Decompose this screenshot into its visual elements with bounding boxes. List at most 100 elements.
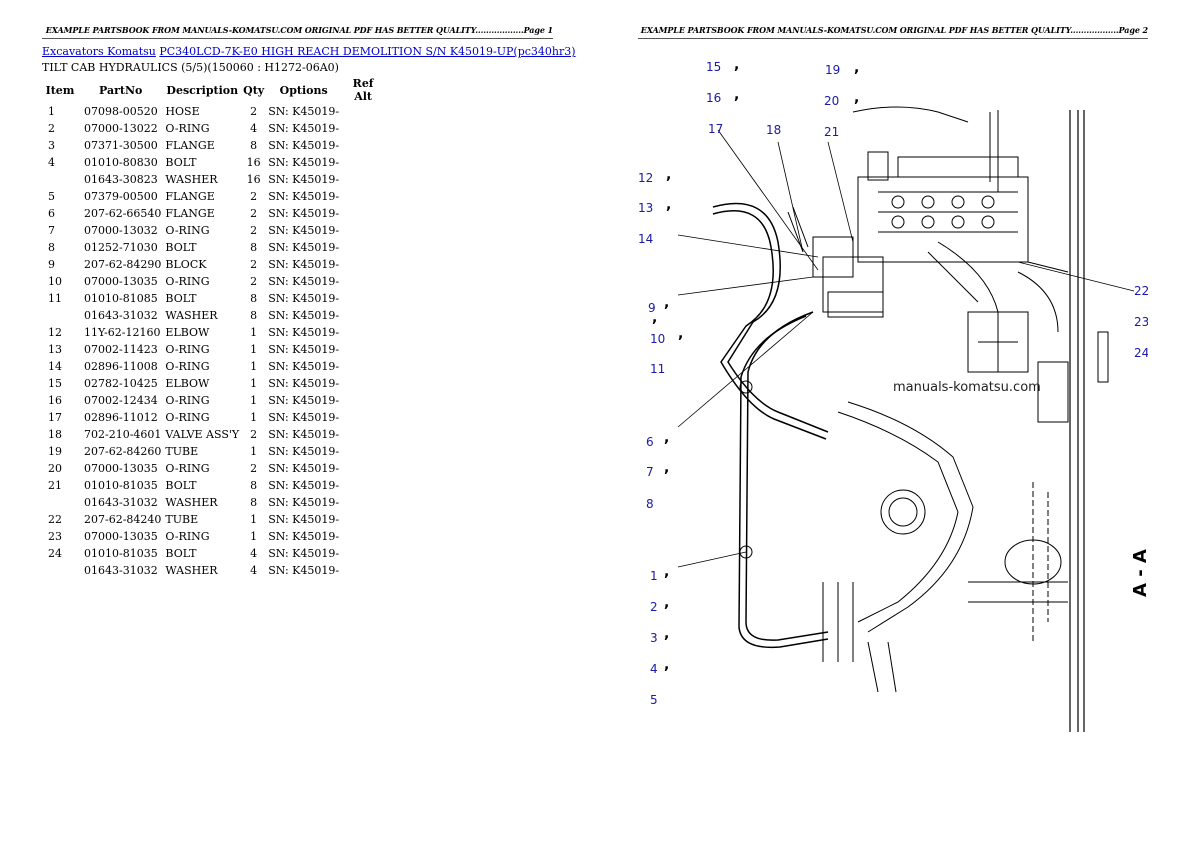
- callout-14: 14: [638, 232, 653, 246]
- parts-table: Item PartNo Description Qty Options Ref …: [42, 77, 385, 579]
- refalt-cell: [341, 307, 385, 324]
- partno-cell: 07000-13032: [84, 224, 158, 237]
- qty-cell: 8: [250, 496, 258, 509]
- partno-cell: 702-210-4601: [84, 428, 162, 441]
- qty-cell: 1: [250, 343, 258, 356]
- callout-21: 21: [824, 125, 839, 139]
- item-cell: 13: [48, 343, 62, 356]
- callout-9: 9: [648, 301, 656, 315]
- callout-19: 19: [825, 63, 840, 77]
- refalt-cell: [341, 205, 385, 222]
- item-cell: 21: [48, 479, 62, 492]
- qty-cell: 8: [250, 241, 258, 254]
- options-cell: SN: K45019-: [268, 292, 340, 305]
- item-cell: 23: [48, 530, 62, 543]
- item-cell: 18: [48, 428, 62, 441]
- qty-cell: 8: [250, 479, 258, 492]
- qty-cell: 2: [250, 190, 258, 203]
- refalt-cell: [341, 154, 385, 171]
- qty-cell: 1: [250, 394, 258, 407]
- options-cell: SN: K45019-: [268, 224, 340, 237]
- description-cell: O-RING: [165, 360, 210, 373]
- col-item-header: Item: [45, 83, 75, 97]
- svg-text:,: ,: [664, 626, 669, 642]
- options-cell: SN: K45019-: [268, 105, 340, 118]
- qty-cell: 2: [250, 105, 258, 118]
- options-cell: SN: K45019-: [268, 309, 340, 322]
- partno-cell: 07000-13035: [84, 530, 158, 543]
- svg-text:,: ,: [854, 60, 859, 76]
- qty-cell: 1: [250, 377, 258, 390]
- partno-cell: 07000-13035: [84, 462, 158, 475]
- svg-text:,: ,: [652, 310, 657, 326]
- partno-cell: 11Y-62-12160: [84, 326, 161, 339]
- qty-cell: 2: [250, 258, 258, 271]
- callout-10: 10: [650, 332, 665, 346]
- svg-text:,: ,: [664, 564, 669, 580]
- breadcrumb-link-excavators[interactable]: Excavators Komatsu: [42, 45, 156, 58]
- description-cell: BOLT: [165, 479, 197, 492]
- options-cell: SN: K45019-: [268, 564, 340, 577]
- options-cell: SN: K45019-: [268, 360, 340, 373]
- col-refalt-header: Ref Alt: [352, 77, 374, 103]
- description-cell: O-RING: [165, 530, 210, 543]
- breadcrumb-link-model[interactable]: PC340LCD-7K-E0 HIGH REACH DEMOLITION S/N…: [159, 45, 576, 58]
- qty-cell: 1: [250, 411, 258, 424]
- callout-18: 18: [766, 123, 781, 137]
- partno-cell: 07000-13035: [84, 275, 158, 288]
- description-cell: O-RING: [165, 275, 210, 288]
- refalt-cell: [341, 341, 385, 358]
- options-cell: SN: K45019-: [268, 326, 340, 339]
- description-cell: ELBOW: [165, 377, 210, 390]
- item-cell: 9: [48, 258, 55, 271]
- item-cell: 14: [48, 360, 62, 373]
- options-cell: SN: K45019-: [268, 122, 340, 135]
- svg-text:,: ,: [678, 326, 683, 342]
- partno-cell: 01643-31032: [84, 564, 158, 577]
- description-cell: WASHER: [165, 564, 218, 577]
- refalt-cell: [341, 324, 385, 341]
- description-cell: BOLT: [165, 547, 197, 560]
- svg-text:,: ,: [666, 167, 671, 183]
- item-cell: 19: [48, 445, 62, 458]
- options-cell: SN: K45019-: [268, 377, 340, 390]
- qty-cell: 2: [250, 207, 258, 220]
- svg-text:,: ,: [854, 90, 859, 106]
- description-cell: O-RING: [165, 122, 210, 135]
- item-cell: 6: [48, 207, 55, 220]
- options-cell: SN: K45019-: [268, 513, 340, 526]
- description-cell: BOLT: [165, 292, 197, 305]
- item-cell: 8: [48, 241, 55, 254]
- partno-cell: 01643-31032: [84, 309, 158, 322]
- qty-cell: 1: [250, 326, 258, 339]
- page-title: TILT CAB HYDRAULICS (5/5)(150060 : H1272…: [42, 61, 339, 74]
- callout-17: 17: [708, 122, 723, 136]
- options-cell: SN: K45019-: [268, 190, 340, 203]
- refalt-cell: [341, 545, 385, 562]
- partno-cell: 207-62-84290: [84, 258, 162, 271]
- partno-cell: 07002-12434: [84, 394, 158, 407]
- partno-cell: 07098-00520: [84, 105, 158, 118]
- callout-13: 13: [638, 201, 653, 215]
- refalt-cell: [341, 528, 385, 545]
- callout-24: 24: [1134, 346, 1148, 360]
- partno-cell: 07002-11423: [84, 343, 158, 356]
- callout-8: 8: [646, 497, 654, 511]
- partno-cell: 01252-71030: [84, 241, 158, 254]
- options-cell: SN: K45019-: [268, 156, 340, 169]
- refalt-cell: [341, 494, 385, 511]
- item-cell: [42, 494, 78, 511]
- item-cell: 3: [48, 139, 55, 152]
- refalt-cell: [341, 426, 385, 443]
- callout-7: 7: [646, 465, 654, 479]
- qty-cell: 2: [250, 224, 258, 237]
- refalt-cell: [341, 273, 385, 290]
